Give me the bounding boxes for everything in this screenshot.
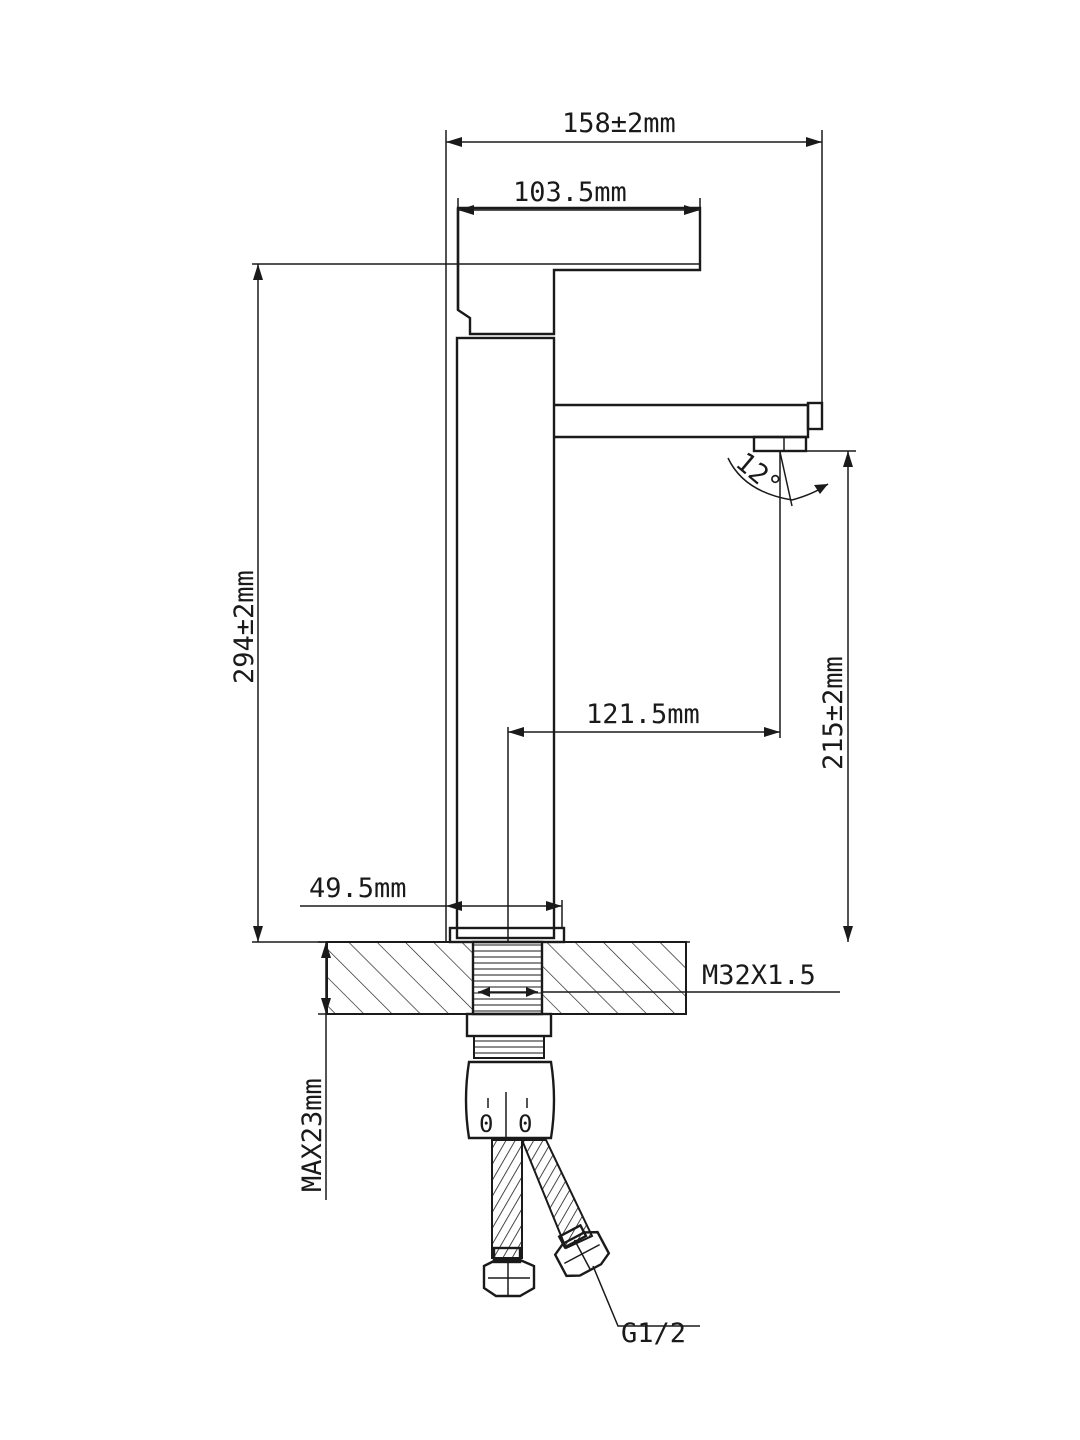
spout-height-label: 215±2mm (818, 656, 849, 770)
flex-hoses: G1/2 (482, 1139, 700, 1349)
thread-label: M32X1.5 (702, 960, 816, 991)
mounting-hardware: 0 0 (464, 1012, 556, 1140)
dimension-overall-width: 158±2mm (445, 108, 823, 942)
dimension-spout-reach: 121.5mm (507, 451, 781, 942)
dimension-total-height: 294±2mm (229, 263, 700, 942)
aerator (752, 435, 808, 453)
countertop-hatch-right (541, 941, 687, 1015)
faucet-column (455, 336, 556, 940)
spout-reach-label: 121.5mm (586, 699, 700, 730)
hex-nut-left (482, 1246, 536, 1298)
lock-washer (465, 1012, 553, 1038)
hose-connection-label: G1/2 (621, 1318, 686, 1349)
countertop-section (252, 940, 690, 1016)
faucet-spout (554, 403, 810, 439)
hex-nut-right (553, 1223, 611, 1278)
base-diameter-label: 49.5mm (309, 873, 407, 904)
dimension-spout-height: 215±2mm (786, 450, 856, 942)
dimension-thread: M32X1.5 (542, 960, 840, 993)
faucet-body (448, 206, 824, 944)
dimension-max-thickness: MAX23mm (297, 941, 331, 1200)
max-thickness-label: MAX23mm (297, 1078, 328, 1192)
mark-right: 0 (518, 1110, 532, 1138)
spout-outlet (806, 401, 824, 431)
countertop-hatch-left (326, 941, 474, 1015)
hose-right (520, 1139, 594, 1250)
total-height-label: 294±2mm (229, 570, 260, 684)
dimension-angle: 12° (727, 447, 829, 507)
dimension-handle-length: 103.5mm (457, 177, 701, 215)
handle-length-label: 103.5mm (513, 177, 627, 208)
faucet-handle (456, 206, 702, 336)
dimension-base-diameter: 49.5mm (300, 873, 563, 928)
lock-nut-thread (473, 1035, 545, 1059)
lower-body (464, 1060, 556, 1140)
hose-left (491, 1139, 523, 1259)
mark-left: 0 (479, 1110, 493, 1138)
threaded-shank (471, 940, 544, 1016)
angle-label: 12° (730, 447, 787, 502)
overall-width-label: 158±2mm (562, 108, 676, 139)
hose-leader-line (592, 1265, 700, 1327)
faucet-base-ring (448, 926, 566, 944)
valve-markings: 0 0 (479, 1092, 532, 1138)
